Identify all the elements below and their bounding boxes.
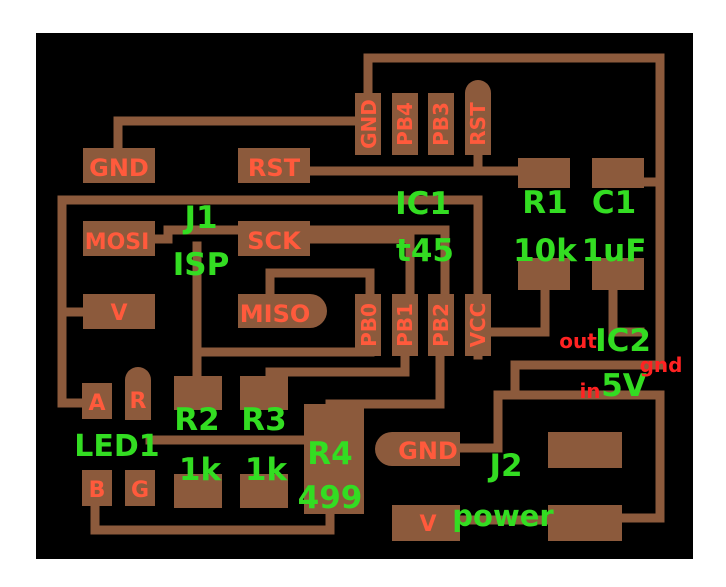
pad-r2-top [174,376,222,410]
pad-led-b [82,470,112,506]
pad-label-rst-isp: RST [248,154,301,182]
pad-label-led-b: B [89,478,106,503]
pad-label-v-isp: V [110,301,127,326]
c1-out-trace [608,285,645,337]
pad-label-led-g: G [131,478,149,503]
pad-sck [238,221,310,256]
pad-pb3 [428,93,454,155]
pad-label-miso: MISO [240,300,311,328]
pad-label-gnd-ic: GND [357,99,381,149]
silk-r4-val: 499 [298,480,363,516]
pad-r1-top [518,158,570,188]
silk-ic1: IC1 [395,186,451,222]
pad-r4 [304,404,364,514]
ic2-in-trace [510,177,665,395]
pad-c1-top [592,158,644,188]
led-a-trace [57,311,87,408]
silk-r3: R3 [241,402,286,438]
pad-label-vcc: VCC [466,303,490,348]
silk-j2-part: power [452,499,554,533]
note-in: in [579,379,600,403]
pad-label-gnd-power: GND [398,437,458,465]
pad-label-v-power: V [419,512,436,537]
silk-c1-val: 1uF [582,233,647,269]
gnd-power-trace [455,390,665,523]
silk-r4: R4 [307,436,352,472]
silk-ic1-part: t45 [396,233,454,269]
miso-trace [265,268,375,302]
copper-pads [82,80,644,541]
pad-label-sck: SCK [247,227,302,255]
silk-j2: J2 [487,448,522,484]
pad-rst-isp [238,148,310,183]
pb2-trace [325,350,445,409]
silk-led1: LED1 [74,429,159,464]
silk-r2: R2 [174,402,219,438]
pad-label-pb3: PB3 [429,102,453,146]
note-gnd: gnd [640,353,683,377]
pad-pb2 [428,294,454,356]
silk-r1-val: 10k [513,233,578,269]
pad-miso [238,294,327,328]
pad-r1-bottom [518,258,570,290]
pad-r2-bottom [174,474,222,508]
pad-led-a [82,383,112,419]
pad-r3-bottom [240,474,288,508]
note-out: out [559,329,597,353]
pad-gnd-power [375,432,460,466]
pad-label-rst-ic: RST [466,102,490,146]
pad-labels: GND PB4 PB3 RST GND RST MOSI SCK V MISO … [85,99,490,537]
vcc-loop-trace [363,53,665,187]
v-rail-trace [57,195,483,321]
pad-label-pb4: PB4 [393,102,417,146]
pad-v-power [392,505,460,541]
silk-ic2-val: 5V [601,368,647,404]
pad-rst-ic-round [465,80,491,93]
pad-label-pb1: PB1 [393,303,417,347]
silk-r2-val: 1k [179,452,223,488]
silk-ic2: IC2 [595,323,651,359]
pad-ic2-in [548,505,622,541]
silk-j1: J1 [182,200,217,236]
silk-r1: R1 [522,185,567,221]
pad-c1-bottom [592,258,644,290]
ic2-pin-notes: out gnd in [559,329,682,403]
sck-trace [300,234,415,301]
pad-gnd-ic [355,93,381,155]
pad-rst-ic [465,93,491,155]
pad-led-g [125,470,155,506]
mosi-trace [145,225,450,301]
pad-gnd-isp [83,148,155,183]
pad-mosi [83,221,155,256]
pad-label-led-a: A [88,391,105,416]
pad-label-mosi: MOSI [85,230,150,255]
pad-vcc [465,294,491,356]
pad-label-pb0: PB0 [357,303,381,347]
silk-r3-val: 1k [245,452,289,488]
gnd-trace [113,116,373,155]
silkscreen-labels: IC1 t45 J1 ISP R1 10k C1 1uF IC2 5V R2 1… [74,185,651,533]
pad-pb1 [392,294,418,356]
pad-led-r [125,367,151,420]
pad-r3-top [240,376,288,410]
pad-ic2-out [548,432,622,468]
pad-pb4 [392,93,418,155]
pad-label-gnd-isp: GND [89,154,149,182]
pad-label-pb2: PB2 [429,303,453,347]
pad-v-isp [83,294,155,329]
pad-label-led-r: R [130,389,147,414]
silk-j1-part: ISP [173,247,230,283]
silk-c1: C1 [592,185,636,221]
pad-pb0 [355,294,381,356]
